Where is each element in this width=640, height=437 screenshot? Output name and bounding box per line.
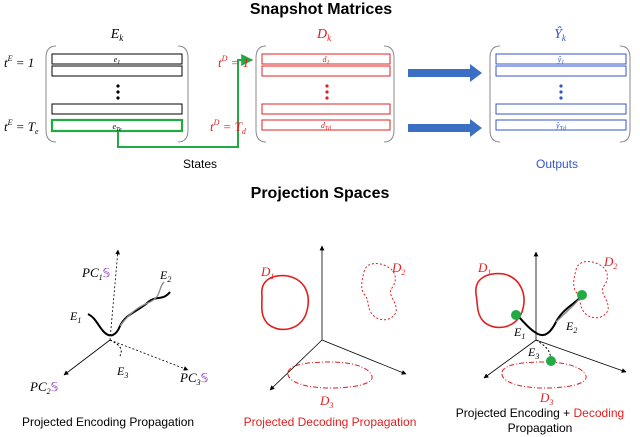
decoding-ellipsis-dot	[325, 84, 329, 88]
decoding-left-bracket	[255, 45, 267, 143]
encoding-ellipsis-dot	[116, 96, 120, 100]
combined-e1-label: E1	[513, 325, 525, 341]
encoding-row-first	[51, 53, 183, 65]
combined-d1-region	[475, 272, 525, 329]
combined-panel-caption-line1: Projected Encoding + Decoding	[456, 406, 624, 420]
e2-label: E2	[159, 268, 171, 284]
decoding-right-axis	[321, 339, 407, 375]
output-ellipsis-dot	[559, 90, 563, 94]
encoding-ellipsis-dot	[116, 90, 120, 94]
output-row-first-label: ŷ1	[557, 55, 565, 66]
combined-d1-label: D1	[477, 260, 491, 277]
encoding-right-bracket	[177, 45, 189, 143]
decoding-row-first	[261, 53, 391, 65]
combined-e2-marker	[577, 290, 587, 300]
decoding-panel-caption: Projected Decoding Propagation	[244, 415, 417, 429]
encoding-t-bottom: tE = Te	[4, 118, 39, 136]
output-arrow-top	[408, 64, 482, 82]
decoding-row	[261, 103, 391, 115]
combined-left-axis	[483, 339, 537, 379]
d1-label: D1	[260, 264, 274, 281]
output-arrow-bottom	[408, 119, 482, 137]
combined-d2-region	[573, 261, 609, 319]
decoding-matrix: Dk d1 dTd tD = 1 tD = Td	[210, 27, 395, 143]
combined-propagation-panel: D1 D2 D3 E1 E2 E3 Projected Encoding + D…	[456, 251, 627, 435]
decoding-right-bracket	[383, 45, 395, 143]
encoding-row	[51, 65, 183, 77]
encoding-caption: States	[183, 157, 217, 171]
combined-e1-trajectory	[515, 295, 583, 336]
output-matrix-title: Ŷk	[554, 25, 567, 43]
combined-d3-label: D3	[539, 390, 553, 407]
decoding-row-last	[261, 119, 391, 131]
decoding-propagation-panel: D1 D2 D3 Projected Decoding Propagation	[244, 245, 417, 429]
decoding-row	[261, 65, 391, 77]
snapshot-heading: Snapshot Matrices	[250, 1, 392, 18]
d2-region	[361, 263, 397, 321]
combined-panel-caption-line2: Propagation	[508, 421, 573, 435]
output-left-bracket	[489, 45, 501, 143]
encoding-ellipsis-dot	[116, 84, 120, 88]
output-caption: Outputs	[536, 157, 578, 171]
encoding-decoding-link-arrow	[117, 54, 254, 148]
combined-d3-region	[501, 361, 587, 389]
d3-label: D3	[319, 393, 333, 410]
output-ellipsis-dot	[559, 96, 563, 100]
d2-label: D2	[391, 260, 405, 277]
encoding-row	[51, 103, 183, 115]
pc2-label: PC2𝕊	[29, 379, 58, 396]
pc1-axis	[109, 249, 121, 341]
combined-e3-label: E3	[527, 345, 539, 361]
decoding-left-axis	[269, 339, 323, 391]
decoding-row-last-label: dTd	[321, 121, 332, 132]
d1-region	[260, 274, 310, 331]
e1-trajectory	[87, 291, 171, 337]
encoding-matrix-title: Ek	[110, 27, 125, 43]
e1-label: E1	[69, 309, 81, 325]
output-ellipsis-dot	[559, 84, 563, 88]
decoding-ellipsis-dot	[325, 90, 329, 94]
output-right-bracket	[619, 45, 631, 143]
output-row	[495, 65, 627, 77]
pc3-label: PC3𝕊	[179, 370, 208, 387]
encoding-propagation-panel: PC1𝕊 PC2𝕊 PC3𝕊 E1 E2 E3 Projected Encodi…	[22, 249, 208, 429]
encoding-row-last-label: eTe	[112, 122, 121, 133]
combined-d2-label: D2	[603, 254, 617, 271]
decoding-ellipsis-dot	[325, 96, 329, 100]
encoding-t-top: tE = 1	[4, 54, 34, 70]
combined-right-axis	[535, 339, 627, 373]
pc1-label: PC1𝕊	[81, 265, 110, 282]
d3-region	[287, 361, 373, 389]
encoding-left-bracket	[45, 45, 57, 143]
output-row-first	[495, 53, 627, 65]
pc2-axis	[63, 339, 111, 376]
combined-e3-marker	[546, 356, 556, 366]
encoding-panel-caption: Projected Encoding Propagation	[22, 415, 194, 429]
output-row	[495, 103, 627, 115]
e3-label: E3	[116, 364, 128, 380]
encoding-row-first-label: e1	[114, 55, 121, 66]
e3-trajectory	[109, 339, 122, 357]
projection-heading: Projection Spaces	[251, 185, 390, 202]
decoding-t-bottom: tD = Td	[210, 118, 247, 136]
pc3-axis	[109, 339, 189, 371]
decoding-matrix-title: Dk	[316, 27, 332, 43]
combined-e2-label: E2	[565, 319, 577, 335]
output-matrix: Ŷk ŷ1 ŷTd Outputs	[489, 25, 631, 171]
combined-e1-marker	[511, 310, 521, 320]
decoding-t-top: tD = 1	[218, 54, 249, 70]
output-row-last	[495, 119, 627, 131]
output-row-last-label: ŷTd	[555, 121, 567, 132]
encoding-matrix: Ek e1 eTe tE = 1 tE = Te States	[4, 27, 217, 171]
decoding-row-first-label: d1	[323, 55, 330, 66]
e2-trajectory	[119, 281, 165, 327]
